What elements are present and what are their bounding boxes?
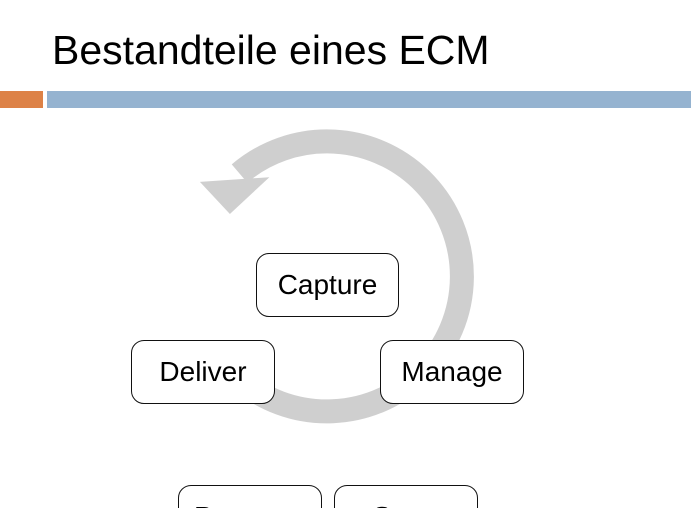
cycle-node-label: Preserve	[194, 502, 306, 508]
cycle-arrowhead-icon	[199, 177, 270, 215]
page-title: Bestandteile eines ECM	[52, 27, 490, 73]
cycle-node-label: Capture	[277, 269, 378, 300]
cycle-node-capture[interactable]: Capture	[256, 253, 399, 317]
cycle-node-deliver[interactable]: Deliver	[131, 340, 275, 404]
cycle-node-manage[interactable]: Manage	[380, 340, 524, 404]
cycle-arrow-ring	[199, 129, 474, 424]
divider-accent-block	[0, 91, 43, 108]
cycle-node-label: Manage	[401, 356, 503, 387]
cycle-node-label: Store	[373, 502, 440, 508]
divider-bar	[47, 91, 691, 108]
cycle-node-label: Deliver	[159, 356, 247, 387]
cycle-node-store[interactable]: Store	[334, 485, 478, 508]
cycle-ring-path	[230, 129, 474, 424]
cycle-node-preserve[interactable]: Preserve	[178, 485, 322, 508]
title-divider	[0, 91, 691, 108]
ecm-cycle-diagram: Capture Manage Store Preserve Deliver	[0, 108, 691, 508]
